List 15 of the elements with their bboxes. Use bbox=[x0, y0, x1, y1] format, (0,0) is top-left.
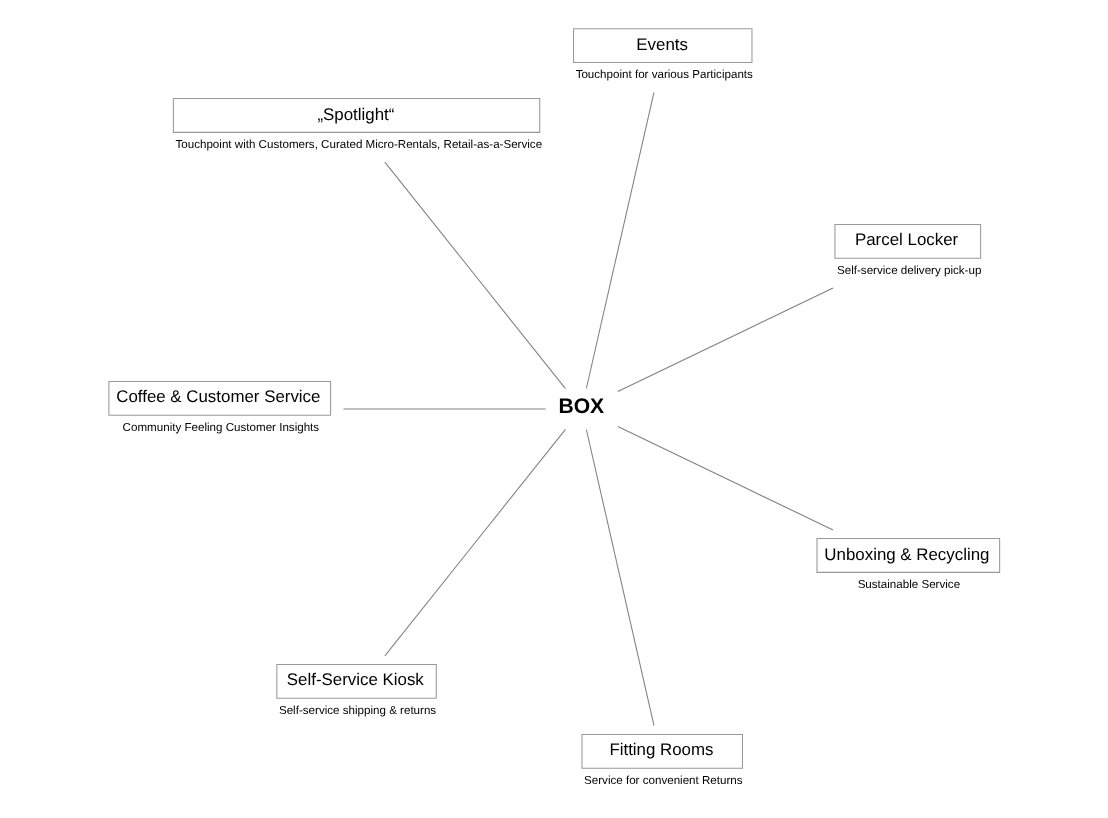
node-box: Fitting Rooms bbox=[581, 733, 743, 769]
node-box: Parcel Locker bbox=[834, 224, 982, 259]
connector bbox=[617, 287, 834, 393]
node-box: Events bbox=[573, 28, 753, 63]
node-box: Self-Service Kiosk bbox=[276, 664, 437, 699]
node-text: BOX bbox=[558, 395, 605, 420]
connector bbox=[384, 161, 566, 390]
node-box: Unboxing & Recycling bbox=[816, 538, 1001, 573]
node-box: „Spotlight“ bbox=[172, 98, 541, 133]
connector bbox=[585, 91, 655, 390]
connector bbox=[342, 408, 547, 410]
connector bbox=[384, 428, 566, 657]
connector bbox=[585, 428, 655, 727]
node-box: Coffee & Customer Service bbox=[108, 381, 332, 416]
connector bbox=[617, 425, 834, 531]
